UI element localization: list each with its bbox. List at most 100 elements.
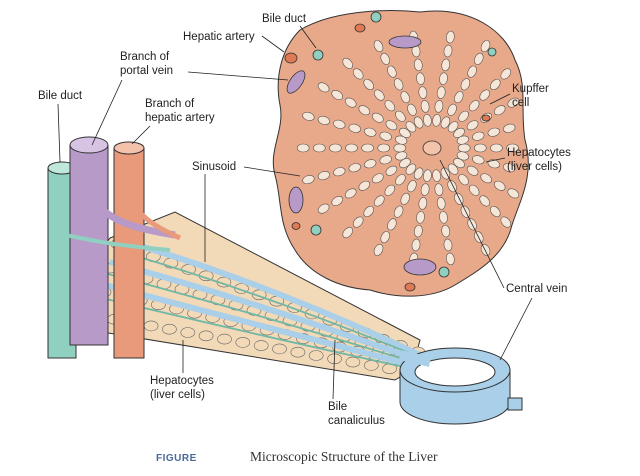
- label-bile-duct-left: Bile duct: [38, 90, 83, 163]
- hepatocyte-cell: [384, 100, 396, 112]
- hepatocyte-cell: [473, 143, 487, 153]
- hepatocyte-cell: [466, 165, 479, 176]
- plate-hepatocyte-cell: [290, 346, 306, 358]
- hepatocyte-cord: [432, 30, 455, 127]
- hepatocyte-cell: [439, 211, 448, 224]
- hepatocyte-cell: [331, 90, 343, 100]
- central-vein-lumen: [414, 357, 496, 387]
- hepatocyte-cell: [440, 167, 451, 180]
- hepatocyte-cell: [379, 155, 392, 165]
- label-bile-duct-top: Bile duct: [262, 13, 317, 49]
- hepatocyte-cell: [331, 196, 343, 206]
- hepatocyte-cell: [395, 110, 406, 122]
- svg-text:canaliculus: canaliculus: [328, 415, 385, 427]
- hepatocyte-cell: [458, 174, 469, 186]
- hepatocyte-cell: [384, 184, 396, 196]
- hepatocyte-cell: [372, 173, 384, 184]
- hepatocyte-cell: [423, 114, 432, 127]
- hepatocyte-cell: [447, 121, 459, 133]
- hepatocyte-cell: [413, 116, 424, 129]
- hepatocyte-cell: [454, 91, 464, 104]
- plate-hepatocyte-cell: [308, 350, 324, 361]
- hepatocyte-cell: [443, 238, 453, 252]
- plate-hepatocyte-cell: [198, 330, 214, 342]
- hepatocyte-cord: [342, 57, 417, 133]
- hepatocyte-cell: [441, 58, 451, 72]
- hepatocyte-cell: [387, 65, 397, 78]
- hepatocyte-cell: [418, 197, 428, 210]
- hepatocyte-cell: [468, 100, 480, 112]
- hepatocyte-cell: [468, 184, 480, 196]
- hepatocyte-cell: [479, 89, 490, 101]
- hepatocyte-cell: [432, 169, 441, 182]
- label-hepatic-artery-top: Hepatic artery: [183, 31, 285, 53]
- hepatocyte-cell: [487, 127, 500, 137]
- svg-text:(liver cells): (liver cells): [507, 161, 562, 173]
- hepatocyte-cord: [447, 68, 512, 133]
- hepatocyte-cell: [385, 120, 398, 131]
- hepatocyte-cell: [480, 173, 492, 184]
- hepatocyte-cord: [317, 158, 411, 214]
- hepatocyte-cell: [445, 252, 455, 266]
- hepatocyte-cell: [472, 155, 485, 165]
- hepatocyte-cell: [399, 127, 411, 138]
- hepatocyte-cell: [364, 159, 377, 169]
- hepatocyte-cell: [364, 127, 377, 137]
- triad-bile-duct: [312, 49, 324, 61]
- lobule-cross-section: [272, 10, 529, 297]
- hepatocyte-cell: [441, 224, 451, 238]
- hepatocyte-cell: [436, 86, 446, 99]
- hepatocyte-cell: [405, 163, 417, 175]
- plate-hepatocyte-cell: [345, 356, 361, 368]
- svg-text:Hepatocytes: Hepatocytes: [150, 375, 214, 387]
- hepatocyte-cord: [440, 40, 491, 129]
- svg-text:Branch of: Branch of: [145, 98, 195, 110]
- hepatocyte-cell: [432, 114, 441, 127]
- hepatocyte-cell: [458, 110, 469, 122]
- triad-portal-vein: [288, 186, 304, 214]
- hepatocyte-cell: [436, 197, 446, 210]
- plate-hepatocyte-cell: [180, 327, 196, 338]
- hepatocyte-cell: [302, 175, 315, 185]
- label-hepatocytes-bottom: Hepatocytes (liver cells): [150, 340, 214, 401]
- hepatocyte-cell: [329, 143, 342, 153]
- hepatocyte-cell: [317, 203, 330, 214]
- hepatocyte-cell: [317, 171, 331, 181]
- hepatocyte-cord: [409, 30, 432, 127]
- figure-title: Microscopic Structure of the Liver: [250, 449, 438, 464]
- hepatocyte-cell: [447, 103, 457, 116]
- triad-bile-duct: [438, 266, 450, 278]
- label-hepatocytes-right: Hepatocytes (liver cells): [485, 147, 571, 173]
- hepatocyte-cord: [317, 82, 411, 138]
- sinusoid-channel: [109, 259, 420, 363]
- hepatocyte-cell: [393, 205, 404, 218]
- hepatocyte-cell: [439, 72, 448, 85]
- hepatocyte-cell: [443, 44, 453, 58]
- plate-hepatocyte-cell: [162, 323, 177, 335]
- hepatocyte-cell: [407, 180, 417, 193]
- label-central-vein: Central vein: [439, 159, 567, 361]
- hepatocyte-cell: [333, 167, 346, 177]
- hepatocyte-cell: [352, 216, 364, 228]
- plate-hepatocyte-cell: [272, 343, 287, 355]
- hepatocyte-cell: [420, 183, 430, 196]
- hepatocyte-cell: [387, 218, 397, 231]
- hepatocyte-cell: [503, 123, 516, 133]
- hepatocyte-cell: [453, 158, 465, 169]
- hepatocyte-cell: [506, 143, 519, 153]
- svg-text:Sinusoid: Sinusoid: [192, 161, 236, 173]
- hepatocyte-cell: [374, 195, 385, 207]
- central-vein-outlet: [507, 397, 523, 411]
- triad-hepatic-artery: [354, 23, 366, 33]
- hepatocyte-cell: [503, 163, 516, 173]
- svg-text:Branch of: Branch of: [120, 51, 170, 63]
- hepatocyte-cell: [416, 211, 425, 224]
- hepatocyte-cell: [474, 52, 484, 65]
- label-branch-hepatic-artery: Branch of hepatic artery: [131, 98, 215, 145]
- hepatocyte-cell: [490, 205, 501, 218]
- triad-hepatic-artery: [481, 114, 491, 122]
- hepatocyte-cell: [507, 188, 520, 199]
- svg-text:portal vein: portal vein: [120, 65, 173, 77]
- hepatocyte-cell: [296, 143, 310, 153]
